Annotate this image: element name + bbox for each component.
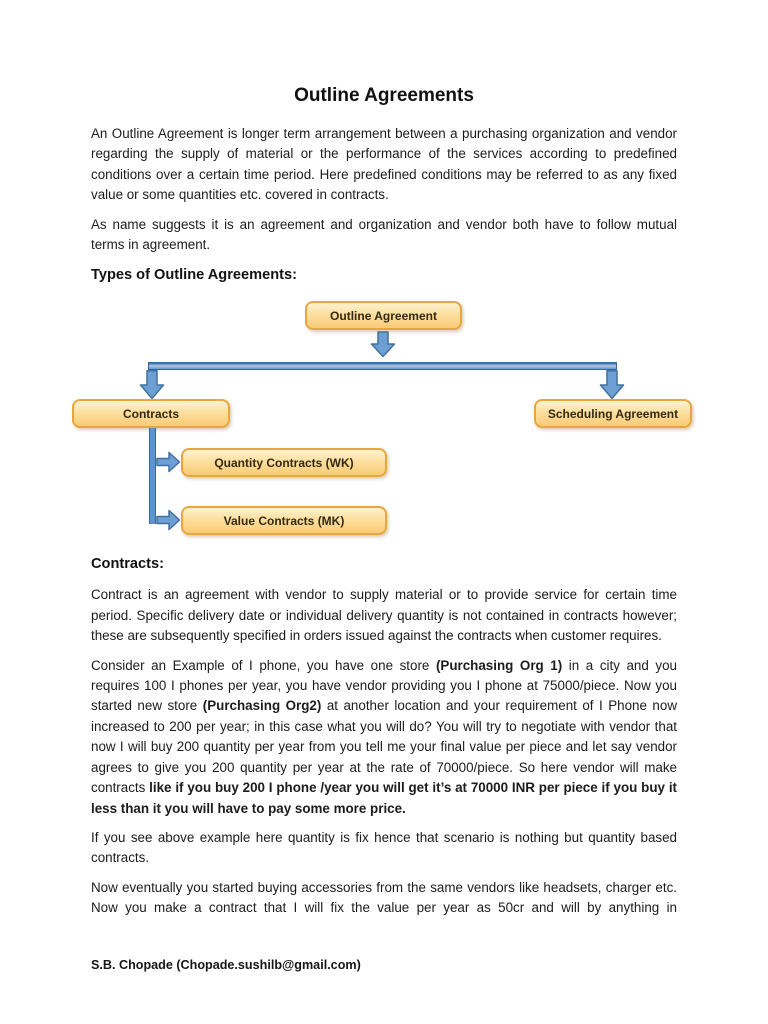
right-arrow-icon	[156, 452, 181, 473]
horizontal-connector-bar	[148, 362, 617, 371]
down-arrow-icon	[139, 370, 165, 400]
contract-definition-paragraph: Contract is an agreement with vendor to …	[91, 587, 677, 644]
accessories-paragraph: Now eventually you started buying access…	[91, 879, 677, 916]
quantity-note-paragraph: If you see above example here quantity i…	[91, 829, 677, 866]
diagram-node-outline-agreement: Outline Agreement	[305, 301, 462, 331]
right-arrow-icon	[156, 510, 181, 531]
down-arrow-icon	[370, 331, 396, 358]
down-arrow-icon	[599, 370, 625, 400]
page-title: Outline Agreements	[294, 85, 474, 106]
mutual-terms-paragraph: As name suggests it is an agreement and …	[91, 216, 677, 253]
iphone-example-paragraph: Consider an Example of I phone, you have…	[91, 657, 677, 816]
diagram-node-contracts: Contracts	[72, 399, 230, 429]
diagram-node-quantity-contracts: Quantity Contracts (WK)	[181, 448, 387, 478]
outline-agreement-org-chart: Outline Agreement Contracts Scheduling A…	[72, 301, 692, 537]
intro-paragraph: An Outline Agreement is longer term arra…	[91, 126, 677, 203]
diagram-node-scheduling-agreement: Scheduling Agreement	[534, 399, 692, 429]
vertical-branch-line	[149, 428, 156, 525]
diagram-node-value-contracts: Value Contracts (MK)	[181, 506, 387, 536]
document-page: Outline Agreements An Outline Agreement …	[72, 85, 692, 916]
heading-types-of-outline-agreements: Types of Outline Agreements:	[91, 267, 297, 284]
heading-contracts: Contracts:	[91, 556, 164, 573]
author-footer: S.B. Chopade (Chopade.sushilb@gmail.com)	[91, 958, 361, 972]
